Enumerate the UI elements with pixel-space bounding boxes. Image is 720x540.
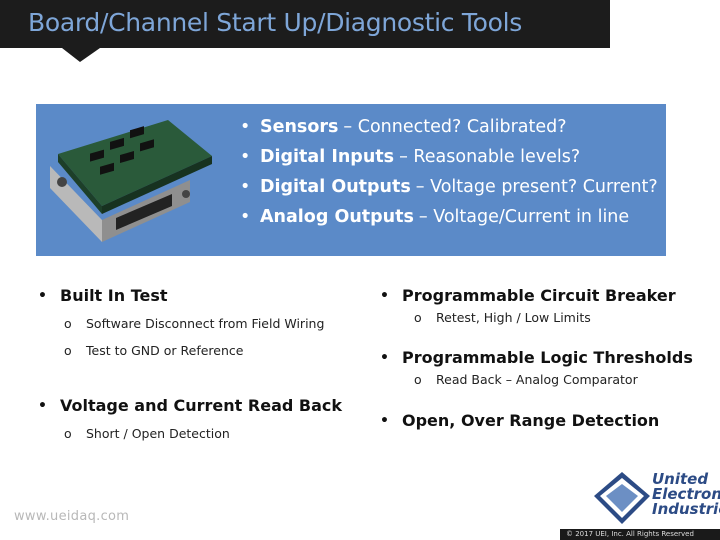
slide-title: Board/Channel Start Up/Diagnostic Tools	[28, 8, 522, 37]
feature-item: •Sensors– Connected? Calibrated?	[240, 117, 567, 137]
footer-bar	[560, 529, 720, 540]
bullet-voltage-readback: •Voltage and Current Read Back	[38, 396, 342, 415]
daq-board-image	[50, 120, 212, 242]
title-background	[0, 0, 610, 62]
bullet-built-in-test: •Built In Test	[38, 286, 168, 305]
copyright-text: © 2017 UEI, Inc. All Rights Reserved	[566, 530, 694, 538]
feature-item: •Digital Inputs– Reasonable levels?	[240, 147, 581, 167]
title-bar: Board/Channel Start Up/Diagnostic Tools	[0, 0, 720, 62]
website-url[interactable]: www.ueidaq.com	[14, 509, 130, 524]
feature-list: •Sensors– Connected? Calibrated? •Digita…	[240, 112, 658, 232]
uei-logo-icon	[594, 472, 650, 524]
bullet-circuit-breaker: •Programmable Circuit Breaker	[380, 286, 676, 305]
feature-item: •Digital Outputs– Voltage present? Curre…	[240, 177, 658, 197]
bullet-logic-thresholds: •Programmable Logic Thresholds	[380, 348, 693, 367]
bullet-open-detection: •Open, Over Range Detection	[380, 411, 660, 430]
company-logo-text: United Electronic Industries	[652, 470, 720, 518]
feature-item: •Analog Outputs– Voltage/Current in line	[240, 207, 630, 227]
